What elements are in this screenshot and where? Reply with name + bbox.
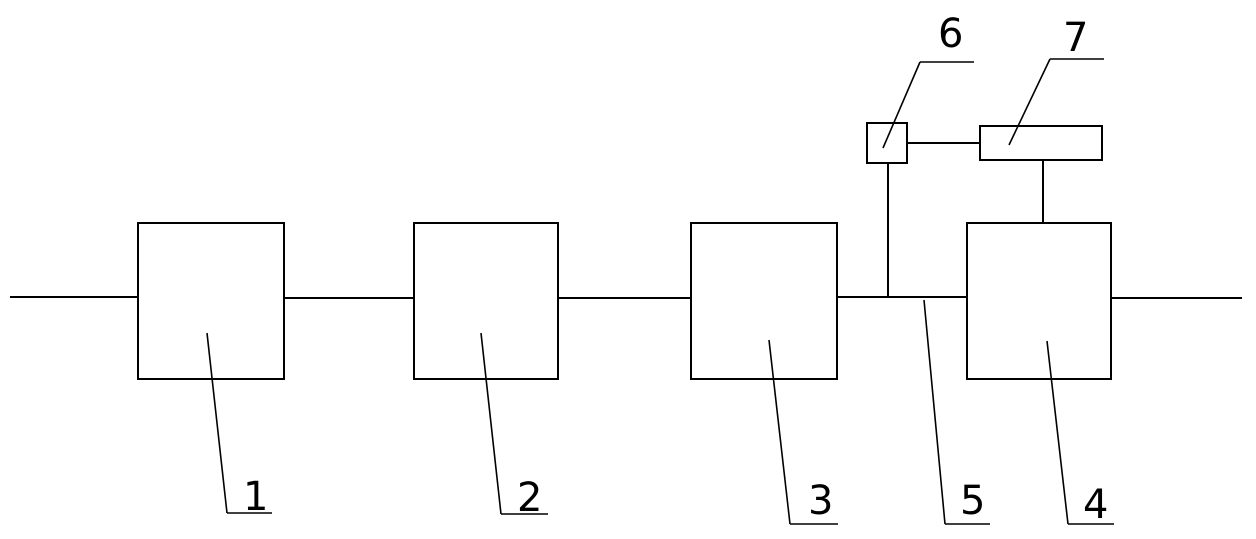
- callout-label-3: 3: [808, 478, 833, 524]
- callout-5: 5: [923, 299, 990, 525]
- callout-1: 1: [206, 332, 272, 520]
- callout-label-7: 7: [1063, 15, 1088, 61]
- callout-4: 4: [1046, 340, 1114, 528]
- callout-label-1: 1: [243, 474, 268, 520]
- block-3: [690, 222, 838, 380]
- callout-label-6: 6: [938, 11, 963, 57]
- device-6: [866, 122, 908, 164]
- callout-7: 7: [1008, 15, 1104, 146]
- callout-6: 6: [882, 11, 974, 149]
- block-1: [137, 222, 285, 380]
- block-2: [413, 222, 559, 380]
- callout-3: 3: [768, 339, 838, 525]
- block-4: [966, 222, 1112, 380]
- callout-label-4: 4: [1083, 482, 1108, 528]
- callout-2: 2: [480, 332, 548, 521]
- device-7: [979, 125, 1103, 161]
- callout-label-5: 5: [960, 478, 985, 524]
- callout-label-2: 2: [517, 475, 542, 521]
